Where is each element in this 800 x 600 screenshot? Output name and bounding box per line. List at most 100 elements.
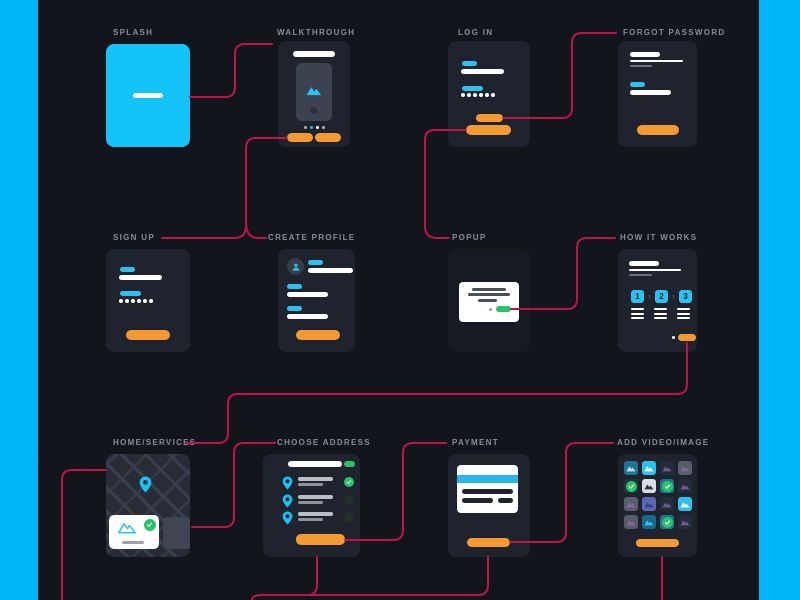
popup-dismiss-dot bbox=[489, 308, 492, 311]
chevron-right-icon: › bbox=[672, 291, 675, 301]
mountain-icon bbox=[306, 87, 322, 96]
media-tile bbox=[678, 479, 692, 493]
phone-home-button bbox=[310, 107, 317, 114]
text-line bbox=[629, 269, 681, 271]
submit-button-shape bbox=[637, 125, 679, 135]
field-label-bar bbox=[287, 306, 302, 311]
input-field-bar bbox=[630, 90, 671, 95]
step-3-badge: 3 bbox=[679, 290, 692, 303]
walkthrough-title-bar bbox=[293, 51, 335, 57]
screen-label-login: LOG IN bbox=[458, 28, 494, 37]
popup-text-line bbox=[468, 293, 510, 296]
avatar bbox=[287, 258, 304, 275]
pay-button-shape bbox=[467, 538, 510, 547]
media-tile bbox=[642, 479, 656, 493]
field-label-bar bbox=[630, 82, 645, 87]
screen-label-payment: PAYMENT bbox=[452, 438, 499, 447]
add-video-image-screen-card bbox=[618, 454, 697, 557]
media-tile bbox=[642, 497, 656, 511]
input-field-bar bbox=[287, 292, 328, 297]
connector-splash-walkthrough bbox=[189, 43, 273, 98]
media-tile-selected bbox=[624, 479, 638, 493]
payment-screen-card bbox=[448, 454, 530, 557]
check-icon bbox=[661, 480, 673, 492]
splash-logo-bar bbox=[133, 93, 163, 98]
screen-label-home-services: HOME/SERVICES bbox=[113, 438, 197, 447]
card-field-bar bbox=[462, 498, 493, 503]
right-border-stripe bbox=[759, 0, 800, 600]
media-tile-selected bbox=[660, 515, 674, 529]
field-label-bar bbox=[308, 260, 323, 265]
media-tile bbox=[678, 461, 692, 475]
card-stripe bbox=[457, 475, 518, 483]
search-bar bbox=[288, 461, 342, 467]
skip-dot bbox=[672, 336, 675, 339]
splash-screen-card bbox=[106, 44, 190, 147]
map-pin-icon bbox=[282, 511, 293, 525]
address-line bbox=[298, 477, 333, 481]
text-line bbox=[630, 65, 652, 67]
check-icon bbox=[661, 516, 673, 528]
field-label-bar bbox=[120, 267, 135, 272]
toggle-shape bbox=[344, 461, 355, 467]
connector-home-services-offscreen bbox=[61, 469, 107, 600]
step-1-text-lines bbox=[631, 308, 644, 322]
unselected-radio bbox=[344, 495, 354, 505]
step-1-badge: 1 bbox=[631, 290, 644, 303]
check-badge-icon bbox=[344, 477, 354, 487]
service-text-line bbox=[122, 541, 144, 544]
connector-choose-address-payment bbox=[344, 442, 447, 541]
upload-button-shape bbox=[636, 539, 679, 547]
login-primary-button-shape bbox=[466, 125, 511, 135]
login-screen-card bbox=[448, 41, 530, 147]
text-line bbox=[629, 274, 652, 276]
screen-label-splash: SPLASH bbox=[113, 28, 154, 37]
popup-dialog bbox=[459, 282, 519, 322]
media-tile bbox=[660, 461, 674, 475]
login-secondary-button-shape bbox=[476, 114, 503, 122]
step-2-text-lines bbox=[654, 308, 667, 322]
signup-screen-card bbox=[106, 249, 190, 352]
chevron-right-icon: › bbox=[648, 291, 651, 301]
media-tile bbox=[624, 515, 638, 529]
connector-walkthrough-signup bbox=[161, 137, 288, 239]
card-number-bar bbox=[462, 489, 513, 494]
password-dots bbox=[119, 299, 153, 303]
connector-how-it-works-home-services bbox=[185, 342, 688, 444]
screen-label-add-video-image: ADD VIDEO/IMAGE bbox=[617, 438, 710, 447]
text-line bbox=[630, 60, 683, 62]
how-it-works-screen-card: 1 › 2 › 3 bbox=[618, 249, 697, 352]
walkthrough-left-button-shape bbox=[287, 133, 313, 142]
step-2-badge: 2 bbox=[655, 290, 668, 303]
popup-text-line bbox=[472, 288, 506, 291]
screen-label-signup: SIGN UP bbox=[113, 233, 155, 242]
signup-button-shape bbox=[126, 330, 170, 340]
input-field-bar bbox=[461, 69, 504, 74]
media-tile bbox=[624, 497, 638, 511]
field-label-bar bbox=[287, 284, 302, 289]
field-label-bar bbox=[120, 291, 141, 296]
home-services-screen-card bbox=[106, 454, 190, 557]
service-card bbox=[109, 515, 159, 549]
popup-screen-card bbox=[448, 249, 530, 352]
address-line bbox=[298, 483, 323, 486]
address-line bbox=[298, 512, 333, 516]
forgot-password-screen-card bbox=[618, 41, 697, 147]
input-field-bar bbox=[119, 275, 162, 280]
map-pin-icon bbox=[282, 476, 293, 490]
walkthrough-right-button-shape bbox=[315, 133, 341, 142]
media-tile bbox=[678, 497, 692, 511]
media-tile bbox=[678, 515, 692, 529]
walkthrough-screen-card bbox=[278, 41, 350, 147]
unselected-radio bbox=[344, 512, 354, 522]
media-grid bbox=[624, 461, 692, 529]
field-label-bar bbox=[462, 86, 483, 91]
next-button-shape bbox=[678, 334, 696, 341]
step-3-text-lines bbox=[677, 308, 690, 322]
check-badge-icon bbox=[144, 519, 156, 531]
screen-label-popup: POPUP bbox=[452, 233, 487, 242]
media-tile bbox=[642, 515, 656, 529]
media-tile-selected bbox=[660, 479, 674, 493]
input-field-bar bbox=[308, 268, 353, 273]
screen-label-walkthrough: WALKTHROUGH bbox=[277, 28, 356, 37]
